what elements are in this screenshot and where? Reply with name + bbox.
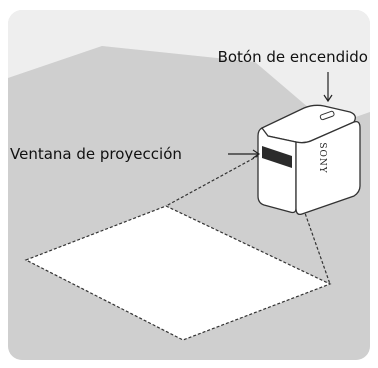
projector-side-face [295, 120, 361, 216]
projection-area [24, 205, 332, 341]
projection-ray-left [165, 150, 268, 207]
projector-front-face [257, 127, 297, 214]
projection-window-arrowhead [252, 149, 261, 159]
device-brand-text: SONY [317, 142, 327, 173]
projection-window [262, 146, 292, 168]
wall-surface [8, 10, 370, 126]
projection-window-label: Ventana de proyección [10, 145, 182, 163]
power-button-label: Botón de encendido [217, 48, 368, 66]
projector-device: SONY [257, 104, 361, 216]
power-button [319, 110, 335, 121]
power-button-arrowhead [323, 94, 333, 103]
